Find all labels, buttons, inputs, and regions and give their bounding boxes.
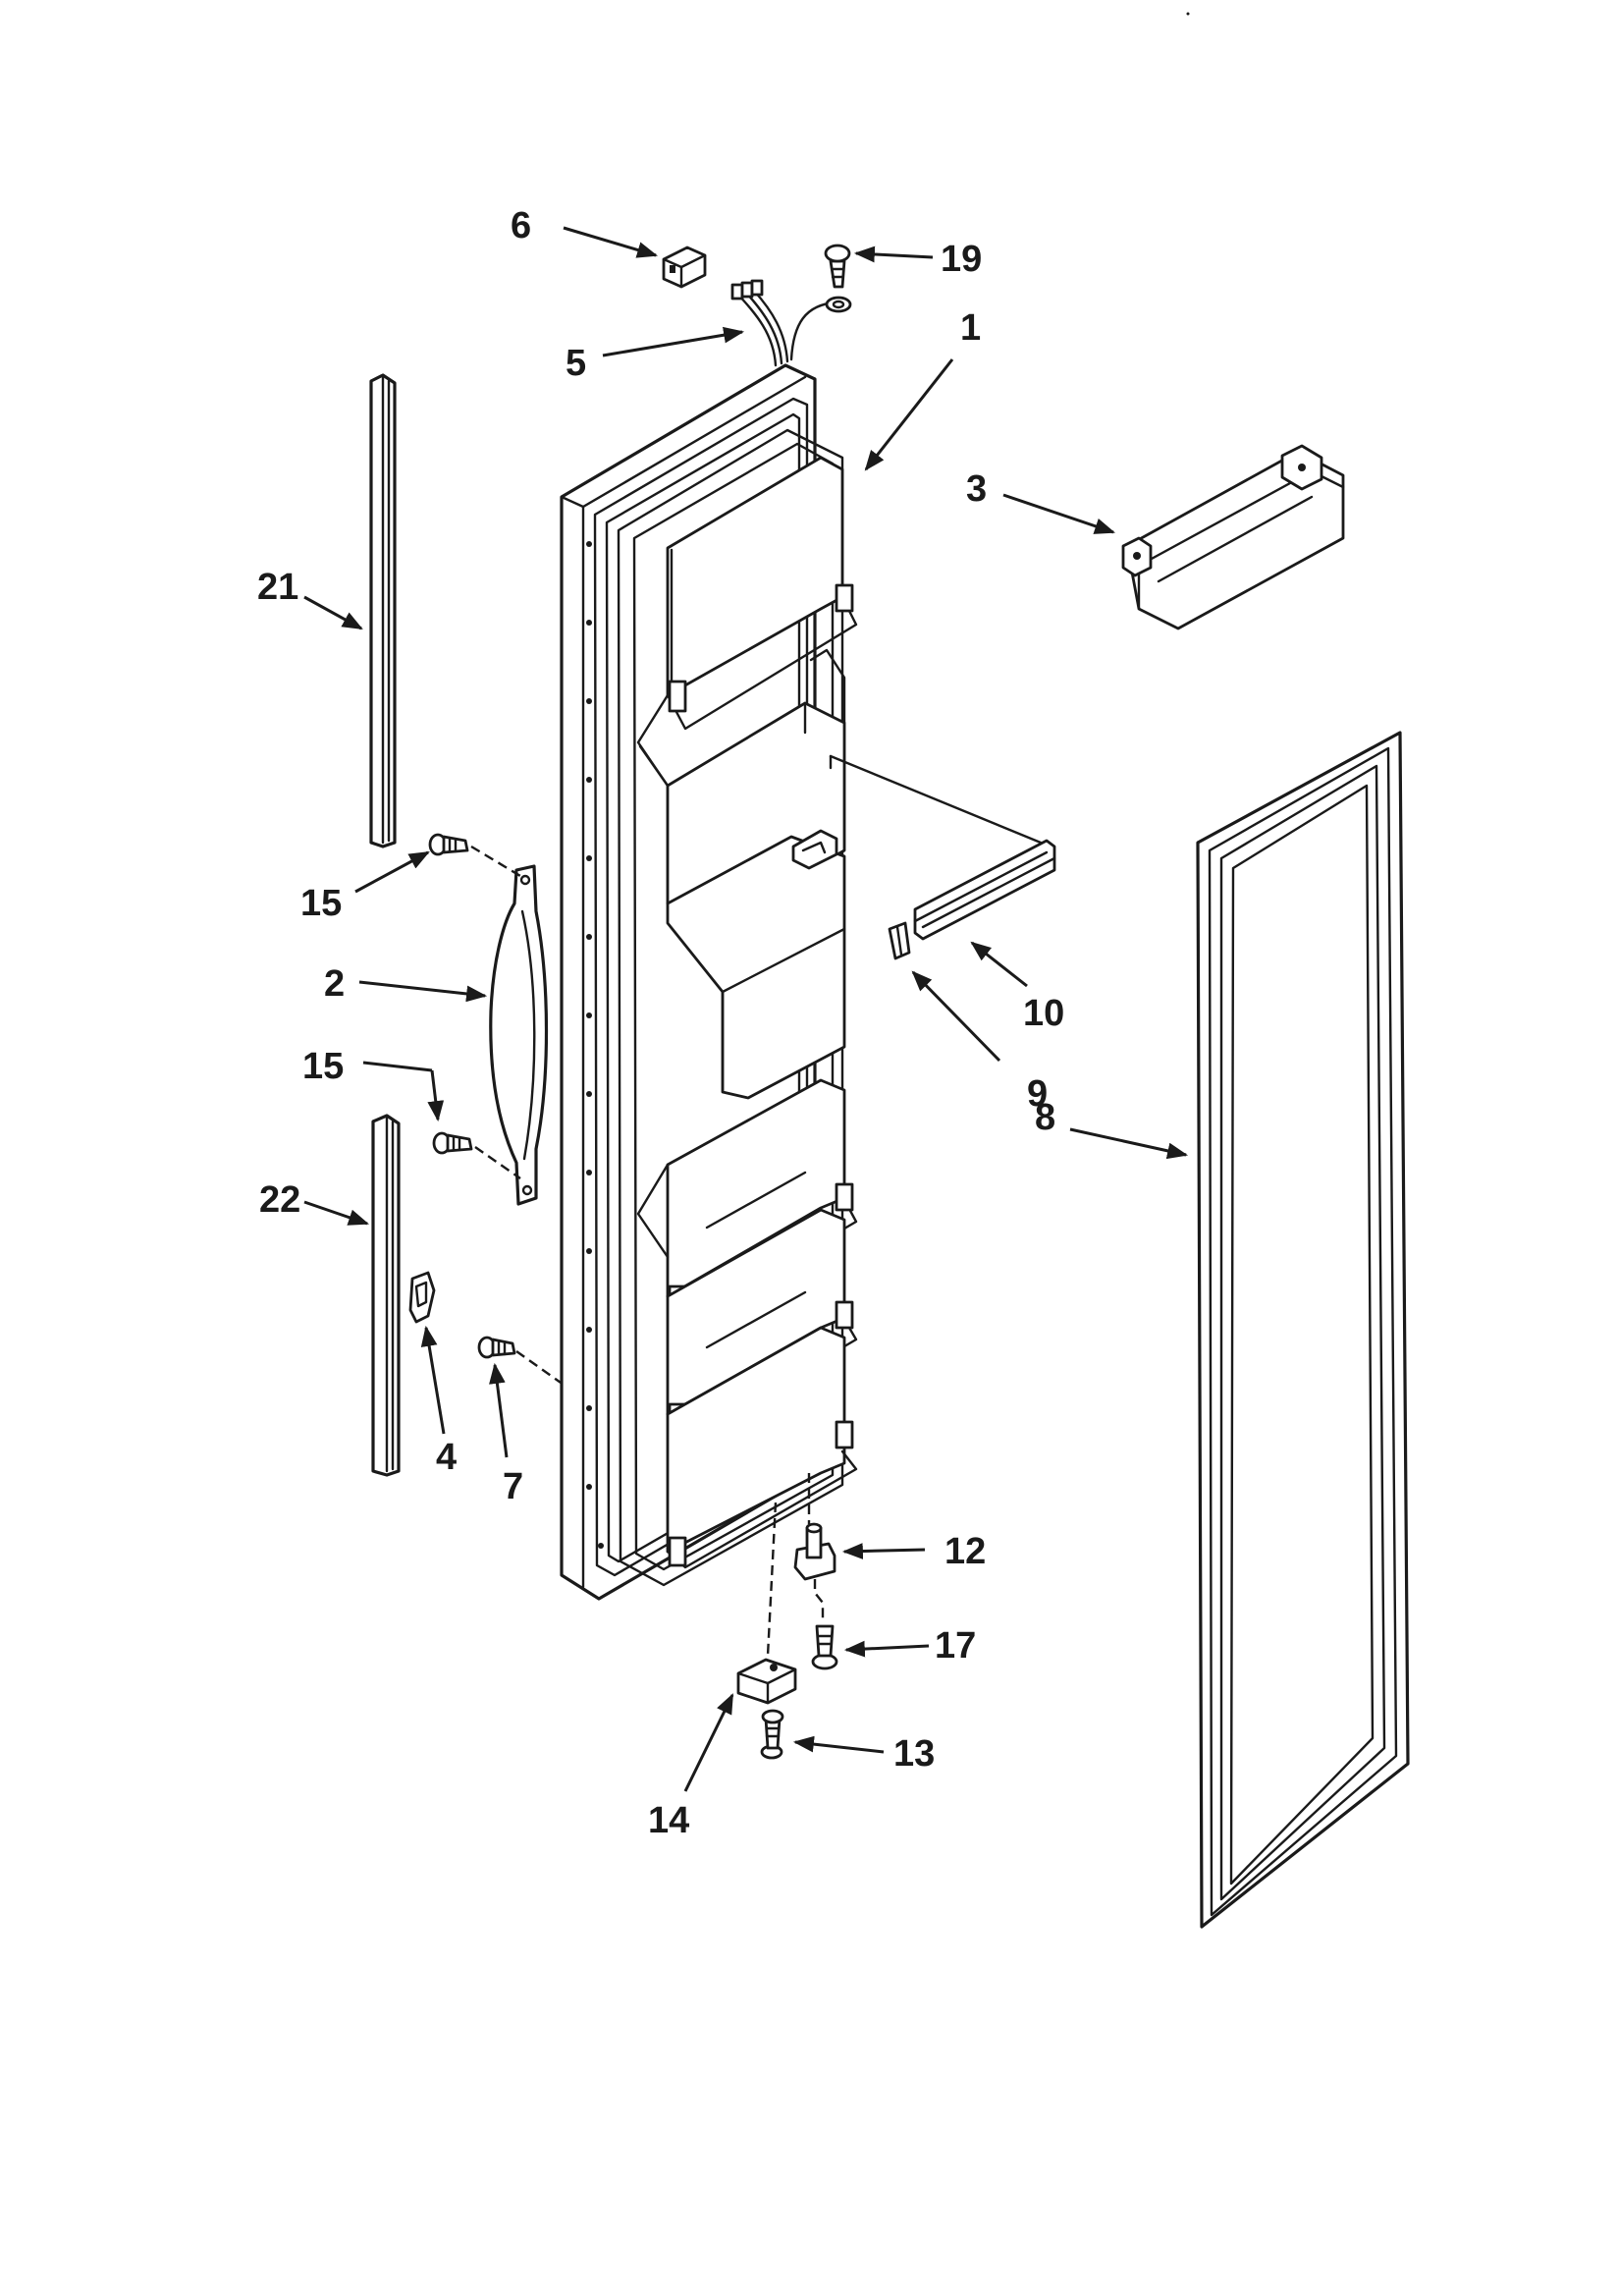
callout-14: 14 xyxy=(648,1800,689,1841)
callout-2: 2 xyxy=(324,963,345,1005)
callout-6: 6 xyxy=(511,205,531,246)
hinge-pin-block-part xyxy=(736,1502,797,1705)
callout-19: 19 xyxy=(941,239,982,280)
callout-7: 7 xyxy=(503,1466,523,1507)
wire-connector-part xyxy=(662,246,707,289)
callout-10: 10 xyxy=(1023,993,1064,1034)
lower-trim-strip-part xyxy=(371,1114,401,1477)
hinge-screw-part xyxy=(811,1624,838,1670)
trim-clip-part xyxy=(408,1271,436,1324)
callout-4: 4 xyxy=(436,1437,457,1478)
callout-labels: 6 19 5 1 3 21 15 2 15 22 4 7 10 9 8 12 1… xyxy=(257,205,1064,1841)
door-handle-part xyxy=(489,864,549,1206)
paper-speck xyxy=(1186,12,1190,16)
wire-harness-part xyxy=(730,279,838,367)
callout-22: 22 xyxy=(259,1179,300,1221)
callout-9: 9 xyxy=(1027,1073,1048,1115)
door-screw-part xyxy=(477,1336,565,1386)
callout-17: 17 xyxy=(935,1625,976,1667)
pin-block-screw-part xyxy=(760,1709,784,1760)
lower-hinge-bracket-part xyxy=(793,1473,836,1618)
callout-15a: 15 xyxy=(300,883,342,924)
callout-5: 5 xyxy=(566,343,586,384)
callout-1: 1 xyxy=(960,307,981,349)
callout-21: 21 xyxy=(257,567,298,608)
handle-screw-upper-part xyxy=(428,833,521,878)
upper-trim-strip-part xyxy=(369,373,397,848)
door-assembly-part xyxy=(560,363,858,1601)
door-gasket-part xyxy=(1196,731,1410,1929)
callout-3: 3 xyxy=(966,468,987,510)
handle-screw-lower-part xyxy=(432,1131,521,1179)
dispenser-rail-part xyxy=(829,754,1056,941)
door-top-bracket-part xyxy=(1121,444,1345,630)
rail-end-cap-part xyxy=(888,921,911,960)
callout-13: 13 xyxy=(893,1733,935,1775)
leader-lines xyxy=(303,226,1189,1792)
callout-12: 12 xyxy=(944,1531,986,1572)
door-hole-dots xyxy=(586,541,604,1549)
ground-screw-part xyxy=(824,244,852,313)
callout-15b: 15 xyxy=(302,1046,344,1087)
callout-8: 8 xyxy=(1035,1097,1055,1138)
